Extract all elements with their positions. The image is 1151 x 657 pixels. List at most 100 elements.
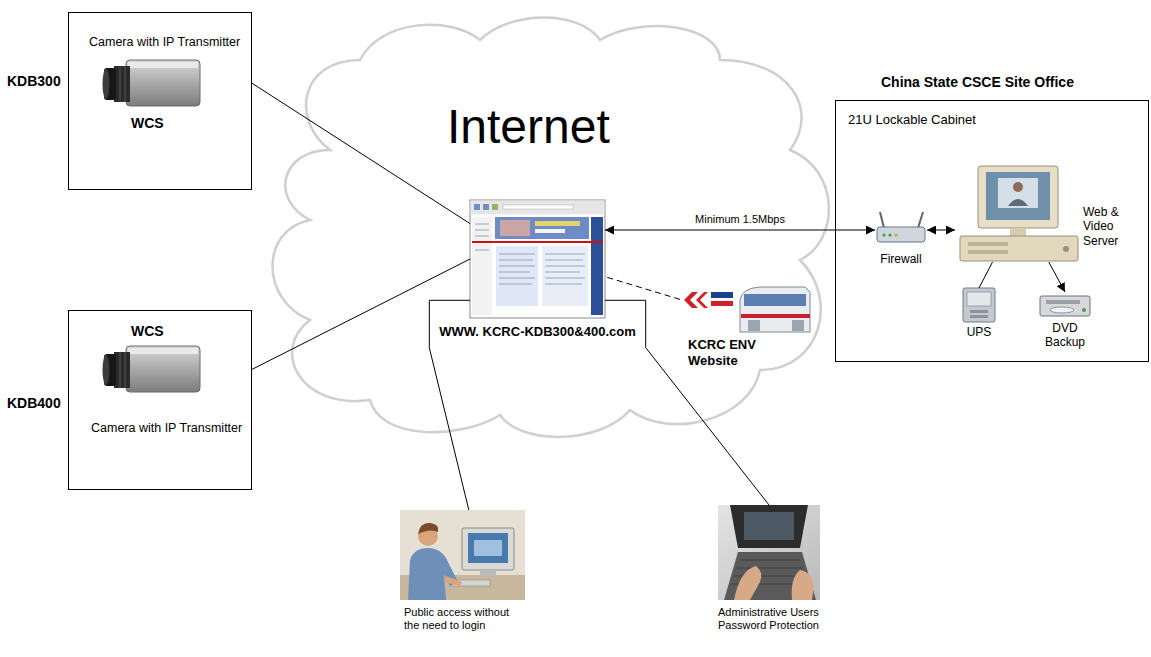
server-computer-icon xyxy=(968,242,1008,246)
website-screenshot xyxy=(475,236,489,237)
kcr-logo-and-train xyxy=(744,294,806,306)
admin-laptop-photo xyxy=(730,505,808,548)
website-screenshot xyxy=(535,229,565,233)
server-computer-icon xyxy=(1013,182,1023,192)
kcr-logo-and-train xyxy=(792,320,804,331)
system-name: WCS xyxy=(131,323,164,340)
server-computer-icon xyxy=(968,250,1008,254)
website-screenshot xyxy=(535,221,580,226)
kcr-logo-and-train xyxy=(740,287,810,332)
public-user-photo xyxy=(400,510,525,600)
internet-cloud xyxy=(273,18,829,437)
dashed-link xyxy=(605,277,680,300)
admin-laptop-photo xyxy=(718,505,820,600)
firewall-router-icon xyxy=(883,234,886,237)
website-node: WWW. KCRC-KDB300&400.com xyxy=(470,200,605,318)
camera-icon xyxy=(128,62,198,68)
kcr-logo-and-train xyxy=(748,320,760,331)
site-office-box: China State CSCE Site Office21U Lockable… xyxy=(835,100,1149,362)
website-screenshot xyxy=(545,272,580,273)
website-screenshot xyxy=(545,278,585,279)
website-screenshot xyxy=(474,204,480,210)
camera-icon xyxy=(126,346,200,392)
camera-icon xyxy=(125,352,126,388)
website-screenshot xyxy=(475,250,489,251)
website-screenshot xyxy=(591,217,603,315)
server-computer-icon xyxy=(960,166,1078,261)
website-name: KCRC ENV Website xyxy=(688,337,788,368)
website-screenshot xyxy=(492,204,498,210)
public-user-node: Public access without the need to login xyxy=(400,510,525,600)
dvd-node: DVD Backup xyxy=(1040,292,1090,318)
website-screenshot xyxy=(545,266,585,267)
camera-icon xyxy=(125,66,126,102)
cabinet-label: 21U Lockable Cabinet xyxy=(848,112,976,128)
server-computer-icon xyxy=(986,172,1050,220)
public-user-photo xyxy=(468,533,508,563)
server-node: Web & Video Server xyxy=(955,165,1080,262)
office-title: China State CSCE Site Office xyxy=(881,74,1074,91)
network-link xyxy=(252,83,470,223)
site-code: KDB300 xyxy=(7,73,61,90)
network-link xyxy=(979,262,993,288)
ups-icon xyxy=(963,288,995,322)
dvd-drive-icon xyxy=(1082,308,1086,312)
admin-laptop-photo xyxy=(737,568,803,569)
server-computer-icon xyxy=(1010,228,1026,236)
system-name: WCS xyxy=(131,115,164,132)
device-label: Web & Video Server xyxy=(1083,205,1145,248)
ups-icon xyxy=(967,292,991,306)
website-screenshot xyxy=(545,260,583,261)
website-screenshot xyxy=(496,246,538,306)
admin-laptop-photo xyxy=(734,566,761,600)
admin-laptop-photo xyxy=(744,512,794,540)
network-link xyxy=(1049,262,1065,292)
firewall-router-icon xyxy=(895,234,898,237)
kcr-logo-and-train xyxy=(696,292,708,308)
admin-laptop-photo xyxy=(792,570,814,600)
website-screenshot xyxy=(499,284,532,285)
device-label: UPS xyxy=(967,325,992,339)
website-screenshot xyxy=(499,254,535,255)
public-user-photo xyxy=(462,528,514,570)
device-label: DVD Backup xyxy=(1037,321,1093,350)
website-screenshot xyxy=(542,246,588,306)
camera-icon xyxy=(103,355,110,385)
public-user-photo xyxy=(408,548,458,600)
camera-icon xyxy=(126,60,200,106)
website-screenshot xyxy=(470,200,605,318)
kcr-logo-and-train xyxy=(741,314,810,318)
firewall-router-icon xyxy=(880,212,884,228)
public-user-photo xyxy=(400,510,525,600)
dvd-drive-icon xyxy=(1040,296,1090,316)
camera-icon xyxy=(103,60,201,106)
dvd-drive-icon xyxy=(1046,300,1080,304)
network-link xyxy=(252,259,470,369)
camera-icon xyxy=(114,352,130,388)
website-screenshot xyxy=(500,220,530,236)
website-screenshot xyxy=(545,284,582,285)
kcr-logo-and-train xyxy=(684,287,810,332)
camera-site-box: KDB300Camera with IP TransmitterWCS xyxy=(68,12,252,190)
camera-icon xyxy=(120,66,121,102)
server-computer-icon xyxy=(978,166,1058,228)
website-screenshot xyxy=(470,200,605,318)
website-screenshot xyxy=(472,217,492,315)
bandwidth-label: Minimum 1.5Mbps xyxy=(693,213,787,226)
camera-icon xyxy=(114,66,130,102)
firewall-router-icon xyxy=(889,234,892,237)
website-screenshot xyxy=(499,260,533,261)
admin-laptop-photo xyxy=(718,505,820,600)
website-screenshot xyxy=(472,241,603,243)
network-link xyxy=(927,230,955,231)
public-user-photo xyxy=(444,576,462,586)
camera-icon xyxy=(120,352,121,388)
website-screenshot xyxy=(495,217,589,239)
website-screenshot xyxy=(503,205,573,209)
website-url: WWW. KCRC-KDB300&400.com xyxy=(439,324,635,340)
ups-icon xyxy=(963,288,995,322)
user-caption: Administrative Users Password Protection xyxy=(718,606,833,632)
website-screenshot xyxy=(475,224,585,284)
firewall-router-icon xyxy=(877,212,925,242)
firewall-router-icon xyxy=(918,212,923,228)
